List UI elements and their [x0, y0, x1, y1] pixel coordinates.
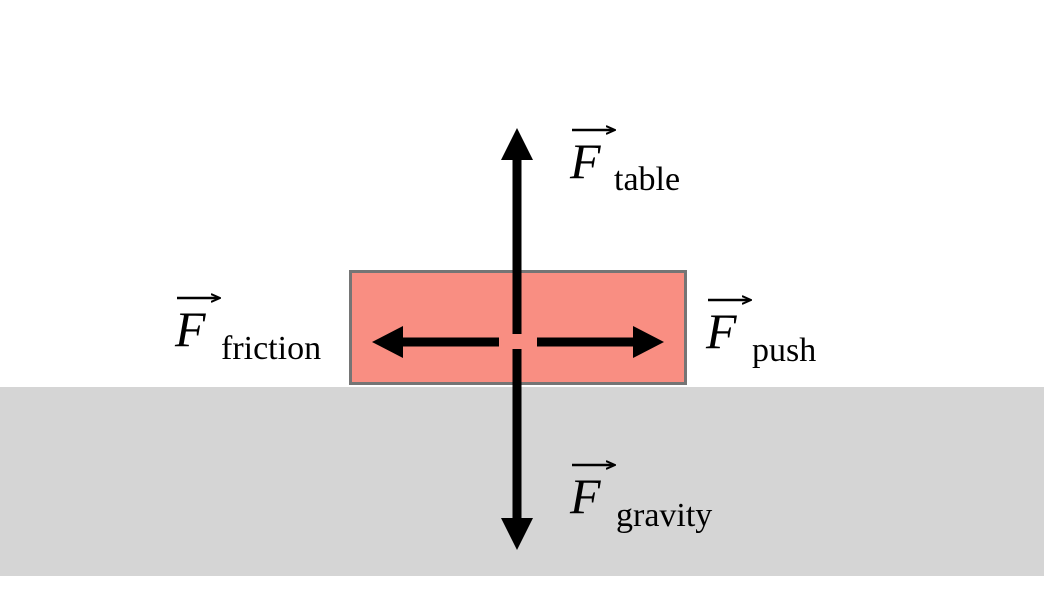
- ground: [0, 387, 1044, 576]
- force-symbol: F: [705, 303, 737, 359]
- force-subscript: gravity: [616, 497, 712, 534]
- force-arrow-friction: [372, 326, 499, 358]
- force-symbol: F: [569, 133, 601, 189]
- force-arrow-table: [501, 128, 533, 335]
- force-symbol: F: [569, 468, 601, 524]
- label-friction: F friction: [174, 298, 321, 367]
- force-subscript: table: [614, 161, 680, 198]
- force-arrow-push: [537, 326, 664, 358]
- label-gravity: F gravity: [569, 465, 712, 534]
- force-subscript: push: [752, 332, 816, 369]
- center-gap: [510, 334, 524, 349]
- label-table: F table: [569, 130, 680, 198]
- force-symbol: F: [174, 301, 206, 357]
- label-push: F push: [705, 300, 816, 369]
- force-arrow-gravity: [501, 345, 533, 550]
- force-subscript: friction: [221, 330, 321, 367]
